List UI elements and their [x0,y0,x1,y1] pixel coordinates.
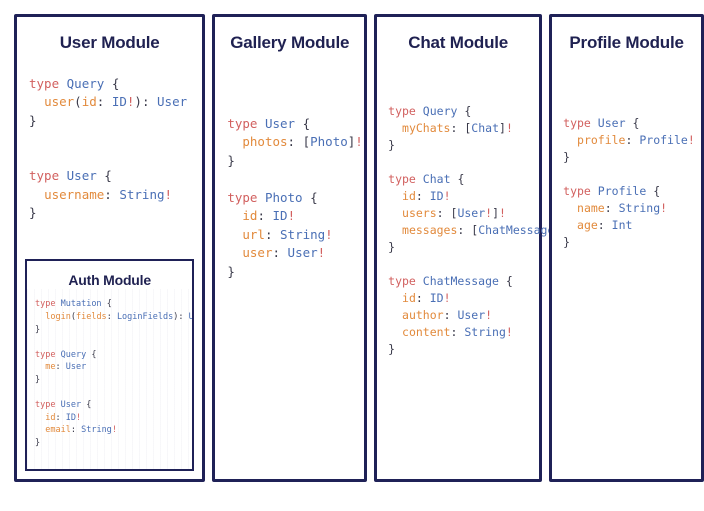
panel-auth-module[interactable]: Auth Module type Mutation { login(fields… [25,259,195,471]
spacer [27,288,192,298]
code-block-user-module: type Query { user(id: ID!): User } type … [29,75,188,221]
panel-title-profile-module: Profile Module [569,33,684,52]
spacer [377,53,539,103]
panel-user-module[interactable]: User Module type Query { user(id: ID!): … [14,14,206,482]
spacer [215,53,364,115]
panel-title-auth-module: Auth Module [68,272,151,288]
code-block-gallery-module: type User { photos: [Photo]! } type Phot… [227,115,363,279]
panel-auth-module-body: Auth Module type Mutation { login(fields… [27,261,192,450]
panel-title-gallery-module: Gallery Module [230,33,350,52]
spacer [552,53,701,115]
panel-chat-module[interactable]: Chat Module type Query { myChats: [Chat]… [374,14,568,482]
panel-title-chat-module: Chat Module [408,33,509,52]
panel-title-user-module: User Module [59,33,160,52]
code-block-auth-module: type Mutation { login(fields: LoginField… [35,299,194,448]
code-block-chat-module: type Query { myChats: [Chat]! } type Cha… [388,103,568,356]
code-block-profile-module: type User { profile: Profile! } type Pro… [563,115,695,249]
panel-profile-module[interactable]: Profile Module type User { profile: Prof… [549,14,704,482]
spacer [17,53,202,75]
panel-gallery-module[interactable]: Gallery Module type User { photos: [Phot… [212,14,368,482]
